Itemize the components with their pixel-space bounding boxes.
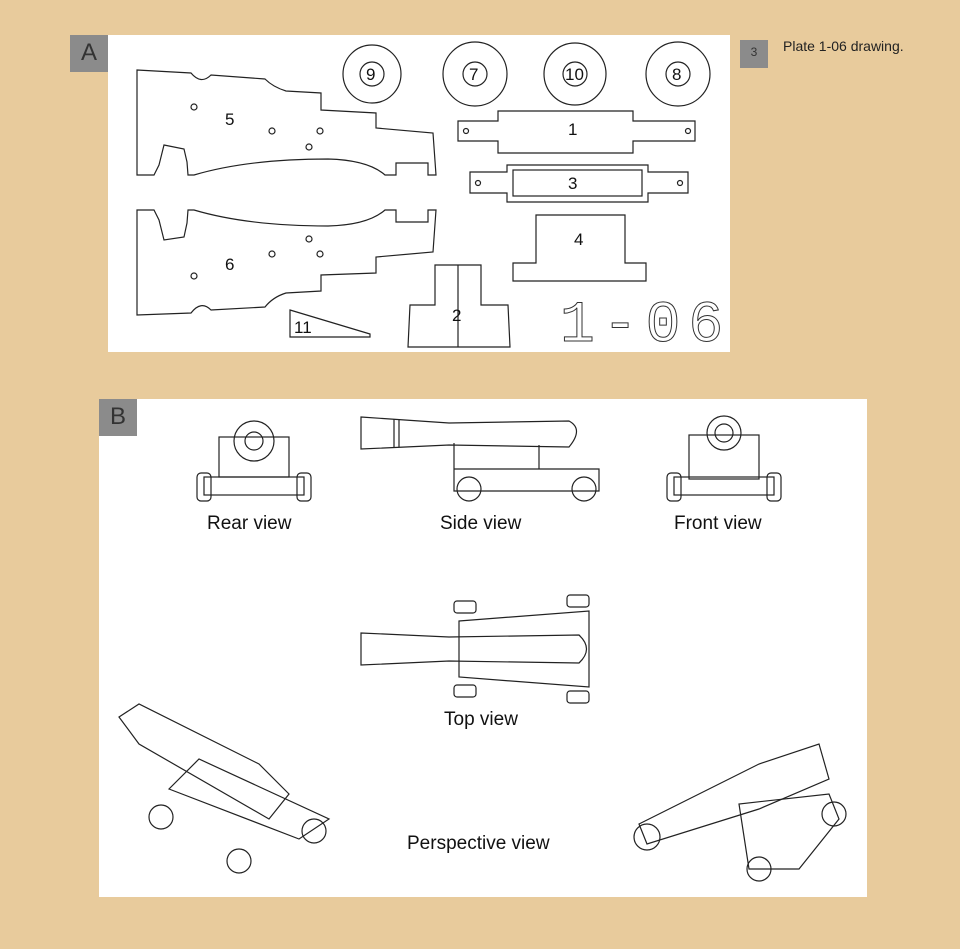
plate-number: 1-06: [560, 294, 730, 352]
part-label: 1: [568, 120, 577, 139]
panel-b-label: B: [99, 399, 137, 436]
side-view-caption: Side view: [440, 513, 522, 534]
part-label: 4: [574, 230, 583, 249]
front-view-caption: Front view: [674, 513, 762, 534]
note-text: Plate 1-06 drawing.: [783, 38, 904, 54]
perspective-view-caption: Perspective view: [407, 833, 550, 854]
part-label: 7: [469, 65, 478, 84]
panel-a-label: A: [70, 35, 108, 72]
parts-drawing: 5 6 11 9 7 10 8 1 3 4 2 1-06: [136, 41, 730, 352]
part-label: 8: [672, 65, 681, 84]
part-label: 2: [452, 306, 461, 325]
perspective-view-left: [118, 703, 331, 874]
part-label: 6: [225, 255, 234, 274]
note-number: 3: [740, 40, 768, 68]
part-label: 10: [565, 65, 584, 84]
rear-view-drawing: [196, 420, 312, 502]
part-label: 11: [294, 318, 312, 337]
front-view-drawing: [666, 415, 782, 502]
part-label: 3: [568, 174, 577, 193]
top-view-caption: Top view: [444, 709, 518, 730]
parts-plate-panel: 5 6 11 9 7 10 8 1 3 4 2 1-06: [108, 35, 730, 352]
perspective-view-right: [633, 743, 847, 882]
views-panel: Rear view Side view Front view Top view …: [99, 399, 867, 897]
rear-view-caption: Rear view: [207, 513, 292, 534]
part-label: 9: [366, 65, 375, 84]
top-view-drawing: [360, 594, 590, 704]
cannon-views: [118, 415, 847, 882]
wheel-parts: [342, 41, 711, 107]
part-label: 5: [225, 110, 234, 129]
side-view-drawing: [360, 416, 600, 502]
